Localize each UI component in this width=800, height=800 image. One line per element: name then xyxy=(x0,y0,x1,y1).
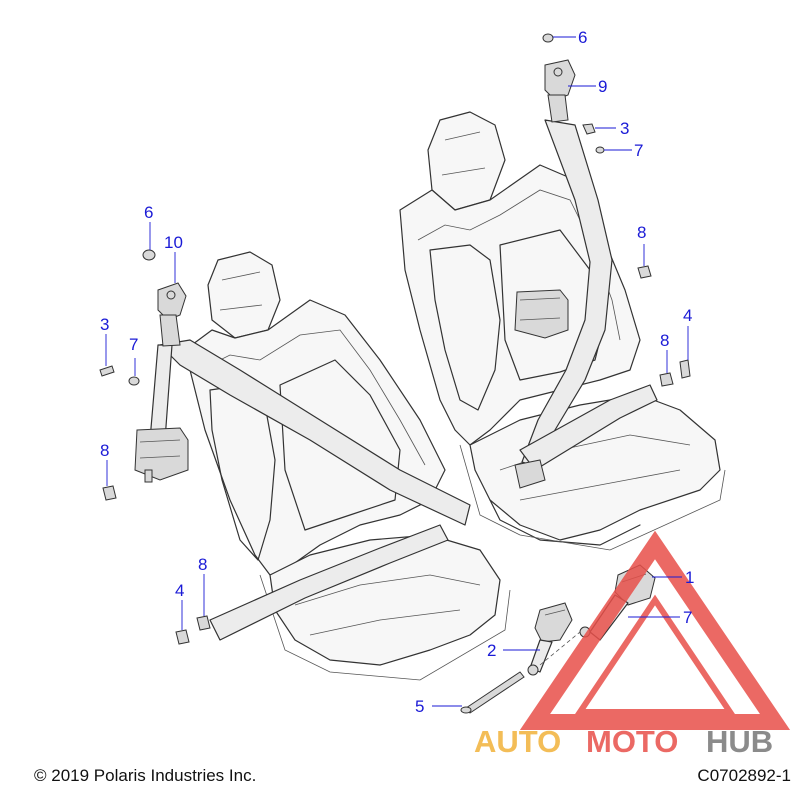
callout-7: 7 xyxy=(634,141,643,160)
callout-8: 8 xyxy=(198,555,207,574)
callout-8: 8 xyxy=(100,441,109,460)
callout-3: 3 xyxy=(620,119,629,138)
right-seat xyxy=(399,33,726,551)
watermark-moto: MOTO xyxy=(586,724,678,759)
callout-9: 9 xyxy=(598,77,607,96)
callout-3: 3 xyxy=(100,315,109,334)
callout-4: 4 xyxy=(175,581,184,600)
drawing-number: C0702892-1 xyxy=(697,766,791,785)
callout-7: 7 xyxy=(683,608,692,627)
callout-4: 4 xyxy=(683,306,692,325)
callouts: 6 9 3 7 8 4 8 6 10 3 7 8 8 4 1 7 xyxy=(100,28,694,716)
callout-6: 6 xyxy=(578,28,587,47)
callout-5: 5 xyxy=(415,697,424,716)
callout-7: 7 xyxy=(129,335,138,354)
callout-8: 8 xyxy=(637,223,646,242)
copyright-text: © 2019 Polaris Industries Inc. xyxy=(34,766,257,785)
callout-2: 2 xyxy=(487,641,496,660)
watermark-auto: AUTO xyxy=(474,724,561,759)
callout-6: 6 xyxy=(144,203,153,222)
watermark-logo: AUTO MOTO HUB xyxy=(474,530,791,759)
left-seat xyxy=(99,249,511,681)
callout-8: 8 xyxy=(660,331,669,350)
callout-10: 10 xyxy=(164,233,183,252)
watermark-hub: HUB xyxy=(706,724,773,759)
callout-1: 1 xyxy=(685,568,694,587)
